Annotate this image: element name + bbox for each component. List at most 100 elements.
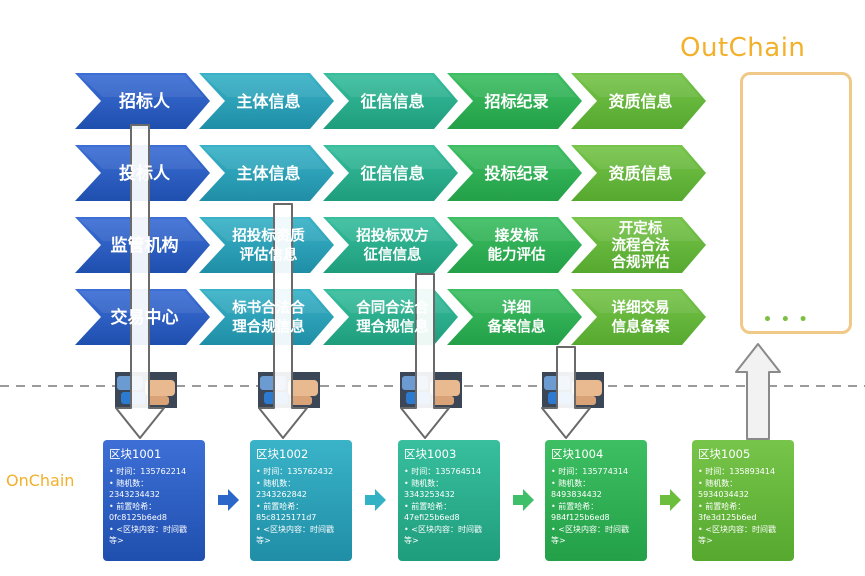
- block-card: [250, 440, 352, 561]
- down-arrow-icon: [258, 203, 308, 439]
- block-content: 区块1002• 时间：135762432• 随机数： 2343262842• 前…: [256, 446, 334, 547]
- block-title: 区块1003: [404, 447, 457, 461]
- cell-label-r4-c4: 备案信息: [487, 318, 546, 336]
- chevron-highlight: [451, 219, 576, 241]
- chevron-info-cell-3-r3: [447, 217, 582, 273]
- chain-link-arrow-icon: [660, 489, 681, 511]
- block-content: 区块1005• 时间：135893414• 随机数： 5934034432• 前…: [698, 446, 776, 547]
- block-line: • 前置哈希：: [551, 501, 599, 511]
- chevron-info-cell-4-r3: [571, 217, 706, 273]
- block-line: 等>: [551, 536, 566, 545]
- block-line: 等>: [256, 536, 271, 545]
- chevron-highlight: [203, 75, 328, 97]
- chevron-info-cell-4-r1: [571, 73, 706, 129]
- block-line: • <区块内容：时间戳: [109, 524, 187, 534]
- cell-label-r4-c5: 信息备案: [612, 318, 670, 336]
- cell-label-r1-c3: 征信信息: [360, 92, 424, 111]
- cell-label-r4-c2: 理合规信息: [232, 318, 305, 336]
- block-line: 等>: [698, 536, 713, 545]
- down-arrow-icon: [541, 346, 591, 439]
- block-line: • 前置哈希：: [404, 501, 452, 511]
- chevron-highlight: [575, 219, 700, 241]
- block-title: 区块1001: [109, 447, 162, 461]
- cell-label-r4-c4: 详细: [502, 299, 531, 317]
- block-content: 区块1001• 时间：135762214• 随机数： 2343234432• 前…: [109, 446, 187, 547]
- cell-label-r4-c3: 理合规信息: [356, 318, 429, 336]
- cell-label-r1-c5: 资质信息: [608, 92, 672, 111]
- cell-label-r3-c4: 接发标: [495, 227, 539, 245]
- block-line: 85c8125171d7: [256, 513, 317, 522]
- chevron-info-cell-2-r2: [323, 145, 458, 201]
- block-line: • 随机数：: [698, 478, 738, 488]
- block-line: • <区块内容：时间戳: [256, 524, 334, 534]
- chevron-highlight: [451, 291, 576, 313]
- chevron-highlight: [203, 291, 328, 313]
- cell-label-r3-c3: 招投标双方: [356, 227, 429, 245]
- onchain-label: OnChain: [6, 471, 75, 490]
- cell-label-r3-c2: 招投标资质: [232, 227, 305, 245]
- block-line: • 前置哈希：: [698, 501, 746, 511]
- block-title: 区块1002: [256, 447, 309, 461]
- outchain-more-dots: • • •: [763, 312, 810, 328]
- block-line: 等>: [109, 536, 124, 545]
- chain-link-arrow-icon: [218, 489, 239, 511]
- block-card: [545, 440, 647, 561]
- chain-link-arrow-icon: [513, 489, 534, 511]
- block-card: [398, 440, 500, 561]
- cell-label-r2-c3: 征信信息: [360, 164, 424, 183]
- block-line: • 时间：135774314: [551, 467, 629, 476]
- block-line: 3343253432: [404, 490, 455, 499]
- block-line: 0fc8125b6ed8: [109, 513, 167, 522]
- chevron-info-cell-2-r1: [323, 73, 458, 129]
- block-line: • 前置哈希：: [109, 501, 157, 511]
- chevron-info-cell-3-r2: [447, 145, 582, 201]
- block-line: 2343262842: [256, 490, 307, 499]
- chain-link-arrow-icon: [365, 489, 386, 511]
- block-line: • 时间：135762214: [109, 467, 187, 476]
- block-line: 等>: [404, 536, 419, 545]
- block-line: • 时间：135764514: [404, 467, 482, 476]
- block-content: 区块1004• 时间：135774314• 随机数： 8493834432• 前…: [551, 446, 629, 547]
- block-line: • <区块内容：时间戳: [698, 524, 776, 534]
- chevron-highlight: [79, 75, 204, 97]
- chevron-highlight: [451, 75, 576, 97]
- chevron-info-cell-4-r2: [571, 145, 706, 201]
- block-title: 区块1005: [698, 447, 751, 461]
- chevron-party-cell-r1: [75, 73, 210, 129]
- block-line: • 随机数：: [256, 478, 296, 488]
- chevron-highlight: [451, 147, 576, 169]
- outchain-title: OutChain: [680, 33, 806, 63]
- cell-label-r2-c4: 投标纪录: [484, 164, 548, 183]
- chevron-highlight: [575, 75, 700, 97]
- cell-label-r3-c5: 开定标: [619, 219, 663, 237]
- cell-label-r3-c4: 能力评估: [488, 246, 546, 264]
- cell-label-r3-c3: 征信信息: [364, 246, 422, 264]
- block-card: [692, 440, 794, 561]
- chevron-info-cell-3-r4: [447, 289, 582, 345]
- block-line: • 随机数：: [404, 478, 444, 488]
- chevron-highlight: [203, 147, 328, 169]
- block-content: 区块1003 • 时间：135764514 • 随机数： 3343253432 • 前…: [404, 446, 482, 547]
- down-arrow-icon: [400, 273, 450, 439]
- cell-label-r1-c4: 招标纪录: [484, 92, 548, 111]
- cell-label-r3-c5: 合规评估: [611, 253, 670, 271]
- chevron-info-cell-1-r1: [199, 73, 334, 129]
- block-line: • 随机数：: [551, 478, 591, 488]
- chevron-info-cell-3-r1: [447, 73, 582, 129]
- chevron-highlight: [575, 147, 700, 169]
- cell-label-r2-c1: 投标人: [119, 163, 171, 184]
- chevron-highlight: [327, 147, 452, 169]
- cell-label-r1-c2: 主体信息: [236, 92, 300, 111]
- block-title: 区块1004: [551, 447, 604, 461]
- block-line: 5934034432: [698, 490, 749, 499]
- cell-label-r4-c2: 标书合法合: [231, 299, 305, 317]
- cell-label-r1-c1: 招标人: [119, 91, 171, 112]
- outchain-panel: [740, 72, 852, 334]
- chevron-info-cell-1-r4: [199, 289, 334, 345]
- cell-label-r2-c5: 资质信息: [608, 164, 672, 183]
- cell-label-r2-c2: 主体信息: [236, 164, 300, 183]
- cell-label-r4-c5: 详细交易: [612, 299, 670, 317]
- chevron-highlight: [327, 75, 452, 97]
- block-line: • 时间：135762432: [256, 467, 334, 476]
